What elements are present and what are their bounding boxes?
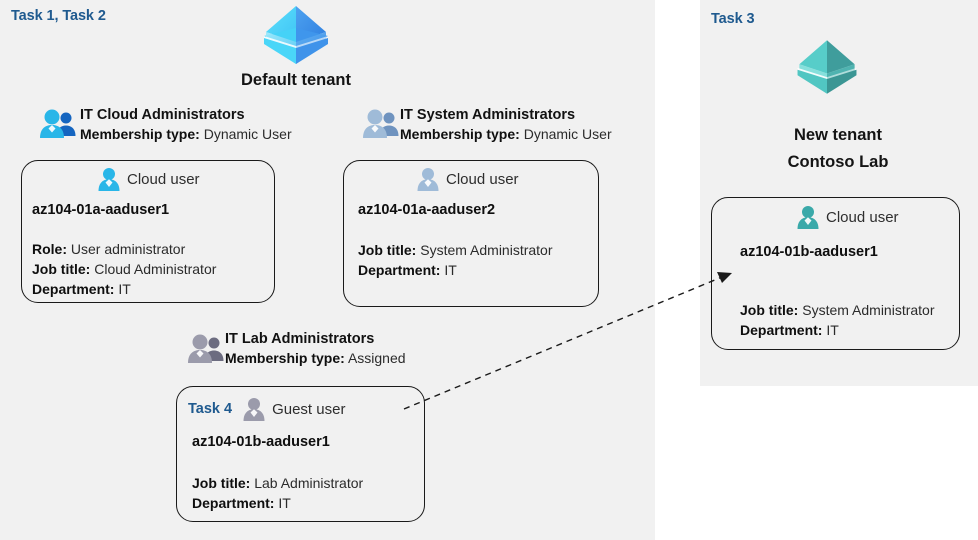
attr-row: Job title: Cloud Administrator	[32, 259, 216, 279]
card-header: Cloud user	[415, 166, 519, 192]
cloud-user-icon	[795, 204, 821, 230]
cloud-user-icon	[96, 166, 122, 192]
group-membership-value: Dynamic User	[203, 126, 292, 142]
attr-label: Job title:	[740, 302, 799, 318]
new-tenant-title-line1: New tenant	[793, 126, 882, 144]
task-label-left: Task 1, Task 2	[11, 8, 106, 24]
group-name: IT Lab Administrators	[225, 331, 375, 347]
card-user-type: Cloud user	[826, 208, 899, 226]
attr-value: Cloud Administrator	[94, 261, 217, 277]
azure-ad-tenant-icon	[792, 36, 862, 98]
attr-label: Job title:	[32, 261, 91, 277]
cloud-user-icon	[415, 166, 441, 192]
card-header: Task 4 Guest user	[188, 396, 345, 422]
group-it-lab-administrators: IT Lab Administrators Membership type: A…	[225, 330, 406, 368]
attr-value: System Administrator	[420, 242, 553, 258]
attr-value: User administrator	[70, 241, 186, 257]
card-username: az104-01b-aaduser1	[192, 434, 330, 450]
card-header: Cloud user	[96, 166, 200, 192]
group-membership: Membership type: Dynamic User	[80, 125, 292, 144]
card-header: Cloud user	[795, 204, 899, 230]
attr-row: Job title: System Administrator	[740, 300, 935, 320]
card-username: az104-01b-aaduser1	[740, 244, 878, 260]
group-membership-value: Assigned	[347, 350, 406, 366]
attr-value: IT	[826, 322, 839, 338]
attr-label: Job title:	[358, 242, 417, 258]
card-user-type: Cloud user	[127, 170, 200, 188]
card-attributes: Job title: System Administrator Departme…	[740, 300, 935, 340]
attr-value: IT	[118, 281, 131, 297]
group-membership: Membership type: Dynamic User	[400, 125, 612, 144]
card-attributes: Role: User administrator Job title: Clou…	[32, 239, 216, 299]
user-card-aaduser1[interactable]	[21, 160, 275, 303]
attr-row: Department: IT	[740, 320, 935, 340]
group-it-system-administrators: IT System Administrators Membership type…	[400, 106, 612, 144]
attr-row: Department: IT	[32, 279, 216, 299]
group-membership: Membership type: Assigned	[225, 349, 406, 368]
card-attributes: Job title: Lab Administrator Department:…	[192, 473, 363, 513]
attr-row: Department: IT	[358, 260, 553, 280]
attr-value: IT	[278, 495, 291, 511]
card-user-type: Cloud user	[446, 170, 519, 188]
attr-value: Lab Administrator	[254, 475, 364, 491]
attr-label: Department:	[192, 495, 275, 511]
azure-ad-tenant-icon	[258, 2, 334, 68]
user-card-aaduser2[interactable]	[343, 160, 599, 307]
group-membership-label: Membership type:	[80, 126, 200, 142]
attr-row: Department: IT	[192, 493, 363, 513]
attr-row: Role: User administrator	[32, 239, 216, 259]
guest-user-icon	[241, 396, 267, 422]
group-users-icon	[38, 108, 78, 140]
group-users-icon	[361, 108, 401, 140]
group-membership-value: Dynamic User	[523, 126, 612, 142]
attr-label: Job title:	[192, 475, 251, 491]
group-name: IT Cloud Administrators	[80, 107, 245, 123]
user-card-newtenant-aaduser1[interactable]	[711, 197, 960, 350]
attr-label: Department:	[32, 281, 115, 297]
attr-value: System Administrator	[802, 302, 935, 318]
attr-row: Job title: Lab Administrator	[192, 473, 363, 493]
default-tenant-title: Default tenant	[240, 71, 351, 89]
group-users-icon	[186, 333, 226, 365]
attr-label: Department:	[358, 262, 441, 278]
task-label-right: Task 3	[711, 11, 755, 27]
group-membership-label: Membership type:	[225, 350, 345, 366]
card-user-type: Guest user	[272, 400, 346, 418]
card-username: az104-01a-aaduser2	[358, 202, 496, 218]
new-tenant-title-line2: Contoso Lab	[787, 153, 889, 171]
attr-label: Role:	[32, 241, 67, 257]
default-tenant-panel	[0, 0, 655, 540]
card-username: az104-01a-aaduser1	[32, 202, 170, 218]
group-membership-label: Membership type:	[400, 126, 520, 142]
user-card-guest-aaduser1[interactable]	[176, 386, 425, 522]
attr-value: IT	[444, 262, 457, 278]
attr-row: Job title: System Administrator	[358, 240, 553, 260]
group-name: IT System Administrators	[400, 107, 576, 123]
group-it-cloud-administrators: IT Cloud Administrators Membership type:…	[80, 106, 292, 144]
task-label-inline: Task 4	[188, 401, 233, 417]
card-attributes: Job title: System Administrator Departme…	[358, 240, 553, 280]
attr-label: Department:	[740, 322, 823, 338]
